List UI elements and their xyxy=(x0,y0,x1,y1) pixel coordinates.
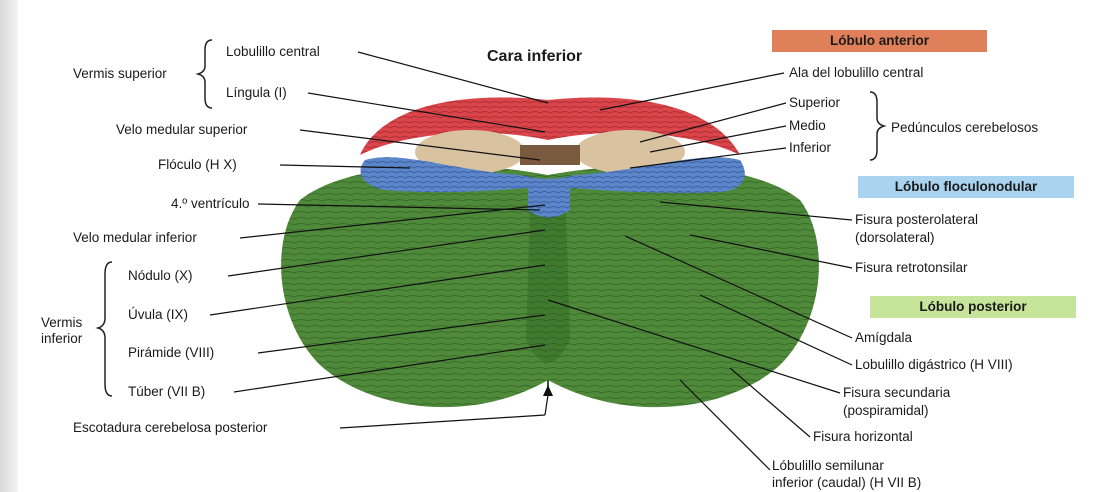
label-lobulillo-central: Lobulillo central xyxy=(226,44,320,60)
label-fisura-secundaria-sub: (pospiramidal) xyxy=(843,403,929,419)
label-vermis-superior: Vermis superior xyxy=(73,66,167,82)
label-escotadura: Escotadura cerebelosa posterior xyxy=(73,420,267,436)
label-amigdala: Amígdala xyxy=(855,330,912,346)
label-pedunculo-medio: Medio xyxy=(789,118,826,134)
label-cuarto-ventriculo: 4.º ventrículo xyxy=(171,196,249,212)
label-lobulillo-semilunar: Lóbulillo semilunar xyxy=(772,458,884,474)
label-vermis-inferior-line2: inferior xyxy=(41,331,82,347)
label-uvula: Úvula (IX) xyxy=(128,307,188,323)
label-pedunculo-inferior: Inferior xyxy=(789,140,831,156)
label-fisura-retrotonsilar: Fisura retrotonsilar xyxy=(855,260,968,276)
label-lobulillo-semilunar-sub: inferior (caudal) (H VII B) xyxy=(772,475,921,491)
label-fisura-secundaria: Fisura secundaria xyxy=(843,385,950,401)
label-tuber: Túber (VII B) xyxy=(128,384,205,400)
label-velo-medular-superior: Velo medular superior xyxy=(116,122,247,138)
label-pedunculos: Pedúnculos cerebelosos xyxy=(891,120,1038,136)
label-lobulillo-digastrico: Lobulillo digástrico (H VIII) xyxy=(855,357,1013,373)
label-fisura-posterolateral: Fisura posterolateral xyxy=(855,212,978,228)
label-floculo: Flóculo (H X) xyxy=(158,157,237,173)
header-flocculonodular-lobe: Lóbulo floculonodular xyxy=(858,176,1074,198)
label-lingula: Língula (I) xyxy=(226,85,287,101)
diagram-title: Cara inferior xyxy=(487,48,582,66)
header-posterior-lobe: Lóbulo posterior xyxy=(870,296,1076,318)
label-nodulo: Nódulo (X) xyxy=(128,268,193,284)
label-pedunculo-superior: Superior xyxy=(789,95,840,111)
label-vermis-inferior-line1: Vermis xyxy=(41,315,82,331)
label-fisura-horizontal: Fisura horizontal xyxy=(813,429,913,445)
label-piramide: Pirámide (VIII) xyxy=(128,345,214,361)
label-velo-medular-inferior: Velo medular inferior xyxy=(73,230,197,246)
header-anterior-lobe: Lóbulo anterior xyxy=(772,30,987,52)
label-fisura-posterolateral-sub: (dorsolateral) xyxy=(855,230,935,246)
label-ala-lobulillo-central: Ala del lobulillo central xyxy=(789,65,923,81)
